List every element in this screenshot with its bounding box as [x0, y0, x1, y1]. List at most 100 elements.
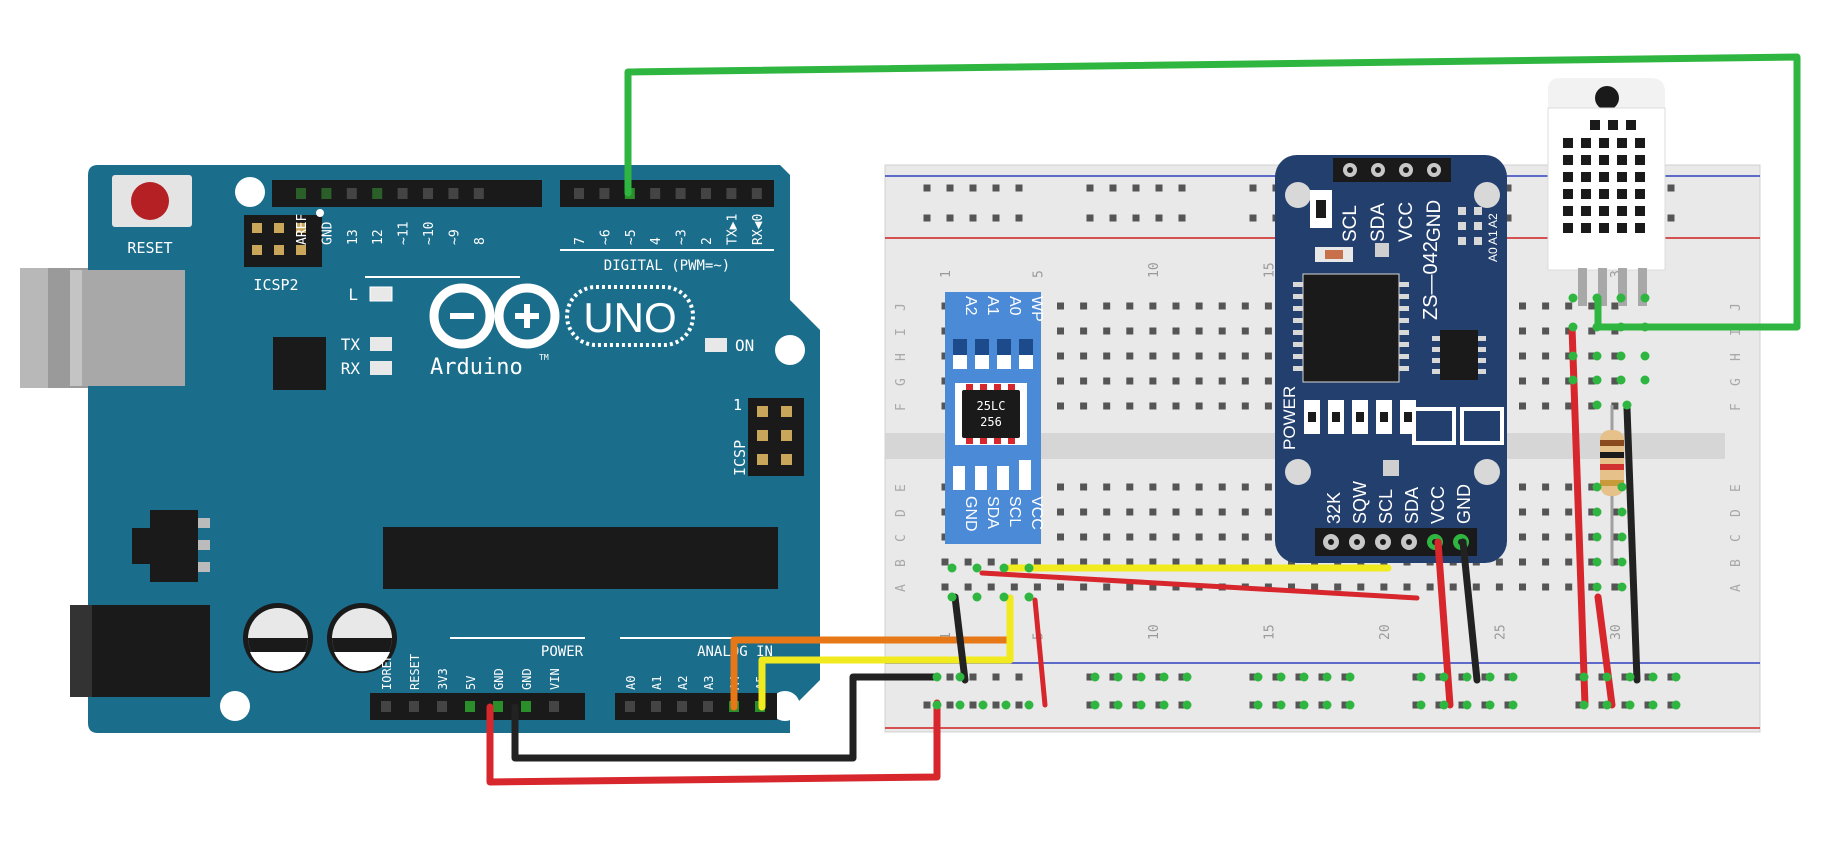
breadboard-hole — [1611, 508, 1619, 516]
breadboard-hole — [1103, 508, 1111, 516]
row-letter: I — [1729, 328, 1744, 336]
rail-hole — [1341, 673, 1349, 681]
dht22-vent — [1581, 172, 1591, 182]
digital-pin-label: ~9 — [447, 229, 462, 245]
connected-hole — [1322, 672, 1332, 682]
power-pin-hole[interactable] — [549, 701, 559, 712]
rail-hole — [1015, 701, 1023, 709]
rtc-bottom-pin-hole — [1354, 539, 1360, 545]
rtc-mounting-hole — [1285, 459, 1311, 485]
digital-pin-hole[interactable] — [599, 188, 610, 199]
power-pin-hole[interactable] — [465, 701, 475, 712]
digital-pin-hole[interactable] — [675, 188, 686, 199]
connected-hole — [1024, 700, 1034, 710]
analog-pin-hole[interactable] — [677, 701, 687, 712]
ds3231-pin — [1293, 306, 1303, 311]
breadboard-hole — [1080, 352, 1088, 360]
at24c32-pin — [1432, 369, 1440, 374]
digital-pin-hole[interactable] — [726, 188, 737, 199]
digital-pin-hole[interactable] — [423, 188, 433, 199]
wire-black-gnd — [511, 673, 940, 762]
rail-hole — [1667, 184, 1675, 192]
digital-pin-label: ~6 — [598, 229, 613, 245]
ds3231-pin — [1399, 282, 1409, 287]
power-pin-label: GND — [492, 668, 506, 690]
connected-hole — [1568, 375, 1578, 385]
digital-pin-hole[interactable] — [448, 188, 459, 199]
digital-pin-label: ~5 — [624, 229, 639, 245]
power-pin-hole[interactable] — [409, 701, 419, 712]
digital-pin-hole[interactable] — [751, 188, 762, 199]
row-letter: A — [894, 584, 909, 592]
icsp-pin — [781, 430, 792, 441]
connected-hole — [1592, 293, 1602, 303]
power-pin-holes — [381, 701, 765, 712]
analog-pin-hole[interactable] — [703, 701, 713, 712]
analog-pin-hole[interactable] — [651, 701, 661, 712]
dht22-vent — [1581, 223, 1591, 233]
eeprom-top-label: A2 — [962, 296, 979, 316]
rail-hole — [1109, 184, 1117, 192]
digital-pin-hole[interactable] — [473, 188, 484, 199]
wire-green-dht-data — [624, 53, 1801, 331]
wire-red-dht-vcc — [1568, 323, 1589, 709]
rail-hole — [1155, 214, 1163, 222]
digital-pin-hole[interactable] — [574, 188, 584, 199]
ds3231-pin — [1293, 282, 1303, 287]
rtc-bottom-pin-hole — [1380, 539, 1386, 545]
digital-pin-hole[interactable] — [397, 188, 408, 199]
breadboard-hole — [1172, 508, 1180, 516]
digital-pin-hole[interactable] — [701, 188, 711, 199]
breadboard-hole — [1057, 302, 1064, 310]
connected-hole — [1508, 672, 1518, 682]
breadboard-hole — [1264, 483, 1272, 491]
dht22-vent — [1635, 206, 1645, 216]
address-dip-switch[interactable] — [953, 339, 1033, 369]
rtc-resistor-arrays — [1412, 407, 1504, 445]
power-pin-hole[interactable] — [493, 701, 503, 712]
rail-hole — [1178, 214, 1186, 222]
breadboard-hole — [1057, 352, 1064, 360]
breadboard-hole — [1103, 402, 1111, 410]
rail-hole — [1015, 214, 1023, 222]
rtc-top-pin-hole — [1403, 167, 1409, 173]
rail-hole — [1155, 701, 1163, 709]
connected-hole — [1462, 672, 1472, 682]
breadboard-hole — [1195, 558, 1203, 566]
breadboard-hole — [1103, 302, 1111, 310]
ds3231-pin — [1293, 330, 1303, 335]
dht22-vent-grid — [1563, 120, 1645, 233]
eeprom-chip-pin — [980, 438, 987, 444]
digital-pin-hole[interactable] — [650, 188, 661, 199]
breadboard-hole — [1542, 583, 1550, 591]
breadboard-hole — [1264, 377, 1272, 385]
breadboard-hole — [1380, 583, 1388, 591]
breadboard-hole — [1264, 558, 1272, 566]
digital-pin-label: ~10 — [422, 222, 437, 245]
breadboard-hole — [1218, 558, 1226, 566]
column-number: 1 — [939, 632, 954, 640]
connected-hole — [1182, 672, 1192, 682]
at24c32-pin — [1478, 336, 1486, 341]
power-pin-hole[interactable] — [521, 701, 531, 712]
breadboard-hole — [964, 583, 972, 591]
ds3231-pin — [1399, 330, 1409, 335]
digital-pin-hole[interactable] — [296, 188, 306, 199]
breadboard-hole — [1611, 583, 1619, 591]
digital-pin-label: ~3 — [675, 229, 690, 245]
power-pin-hole[interactable] — [381, 701, 391, 712]
ds3231-pin — [1399, 294, 1409, 299]
digital-pin-hole[interactable] — [346, 188, 357, 199]
rail-hole — [1504, 184, 1512, 192]
digital-pin-hole[interactable] — [372, 188, 383, 199]
rail-hole — [923, 214, 931, 222]
power-pin-hole[interactable] — [437, 701, 447, 712]
breadboard-hole — [1542, 533, 1550, 541]
breadboard-hole — [1010, 558, 1018, 566]
reset-button[interactable] — [131, 182, 169, 220]
digital-pin-hole[interactable] — [321, 188, 332, 199]
breadboard-hole — [1611, 302, 1619, 310]
rail-hole — [1504, 701, 1512, 709]
analog-pin-hole[interactable] — [625, 701, 635, 712]
power-jack-face — [70, 605, 92, 697]
